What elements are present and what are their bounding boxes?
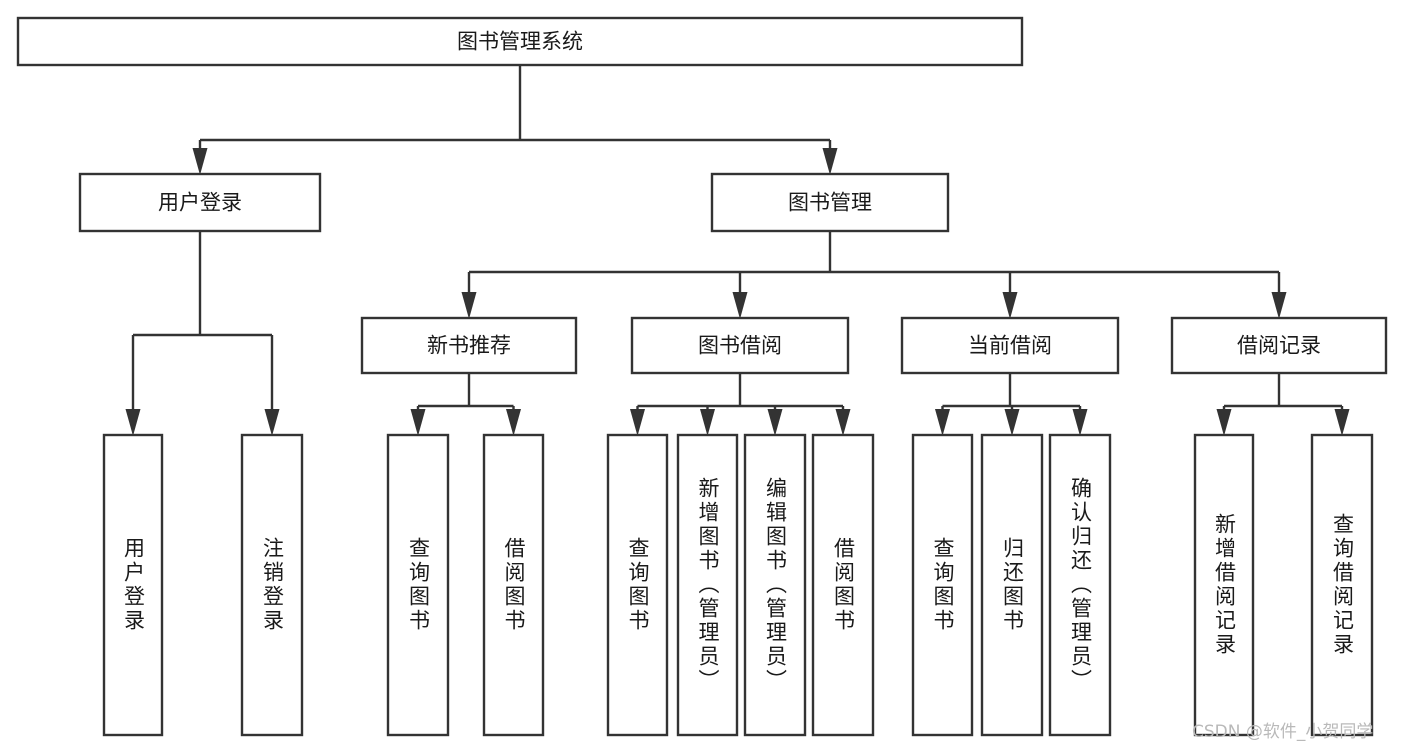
connector-layer xyxy=(125,65,1350,436)
node-label-user-login: 用户登录 xyxy=(158,191,242,215)
node-leaf-query-book-3[interactable] xyxy=(911,433,974,737)
arrow-head-icon xyxy=(1072,409,1088,436)
connector-record-to-leaves xyxy=(1216,373,1350,436)
node-leaf-add-record[interactable] xyxy=(1193,433,1255,737)
node-label-current-borrow: 当前借阅 xyxy=(968,334,1052,358)
node-label-book-borrow: 图书借阅 xyxy=(698,334,782,358)
node-leaf-query-book-2[interactable] xyxy=(606,433,669,737)
node-new-book-recommend[interactable] xyxy=(360,316,578,375)
arrow-head-icon xyxy=(506,409,521,436)
node-book-borrow[interactable] xyxy=(630,316,850,375)
node-leaf-logout[interactable] xyxy=(240,433,304,737)
arrow-head-icon xyxy=(1004,409,1020,436)
arrow-head-icon xyxy=(767,409,783,436)
node-leaf-query-book-1[interactable] xyxy=(386,433,450,737)
node-root[interactable] xyxy=(16,16,1024,67)
arrow-head-icon xyxy=(822,148,838,175)
node-label-new-book-recommend: 新书推荐 xyxy=(427,334,511,358)
node-leaf-add-book[interactable] xyxy=(676,433,739,737)
arrow-head-icon xyxy=(1334,409,1350,436)
node-label-borrow-record: 借阅记录 xyxy=(1237,334,1321,358)
node-leaf-confirm-return[interactable] xyxy=(1048,433,1112,737)
arrow-head-icon xyxy=(192,148,208,175)
arrow-head-icon xyxy=(461,292,477,319)
node-layer xyxy=(16,16,1388,737)
arrow-head-icon xyxy=(410,409,426,436)
connector-root-to-level2 xyxy=(192,65,838,175)
node-current-borrow[interactable] xyxy=(900,316,1120,375)
node-user-login[interactable] xyxy=(78,172,322,233)
connector-borrow-to-leaves xyxy=(630,373,851,436)
node-leaf-borrow-book-1[interactable] xyxy=(482,433,545,737)
arrow-head-icon xyxy=(935,409,950,436)
node-leaf-edit-book[interactable] xyxy=(743,433,807,737)
connector-current-to-leaves xyxy=(935,373,1088,436)
node-book-manage[interactable] xyxy=(710,172,950,233)
arrow-head-icon xyxy=(700,409,715,436)
arrow-head-icon xyxy=(732,292,748,319)
node-label-root: 图书管理系统 xyxy=(457,30,583,54)
arrow-head-icon xyxy=(125,409,141,436)
node-leaf-borrow-book-2[interactable] xyxy=(811,433,875,737)
node-label-book-manage: 图书管理 xyxy=(788,191,872,215)
arrow-head-icon xyxy=(1271,292,1287,319)
connector-userlogin-to-leaves xyxy=(125,231,280,436)
arrow-head-icon xyxy=(630,409,645,436)
connector-bookmanage-to-level3 xyxy=(461,231,1287,319)
node-leaf-query-record[interactable] xyxy=(1310,433,1374,737)
arrow-head-icon xyxy=(1002,292,1018,319)
arrow-head-icon xyxy=(1216,409,1232,436)
watermark-text: CSDN @软件_小贺同学 xyxy=(1192,722,1374,742)
arrow-head-icon xyxy=(835,409,851,436)
node-leaf-user-login[interactable] xyxy=(102,433,164,737)
node-borrow-record[interactable] xyxy=(1170,316,1388,375)
connector-recommend-to-leaves xyxy=(410,373,521,436)
arrow-head-icon xyxy=(264,409,280,436)
node-leaf-return-book[interactable] xyxy=(980,433,1044,737)
